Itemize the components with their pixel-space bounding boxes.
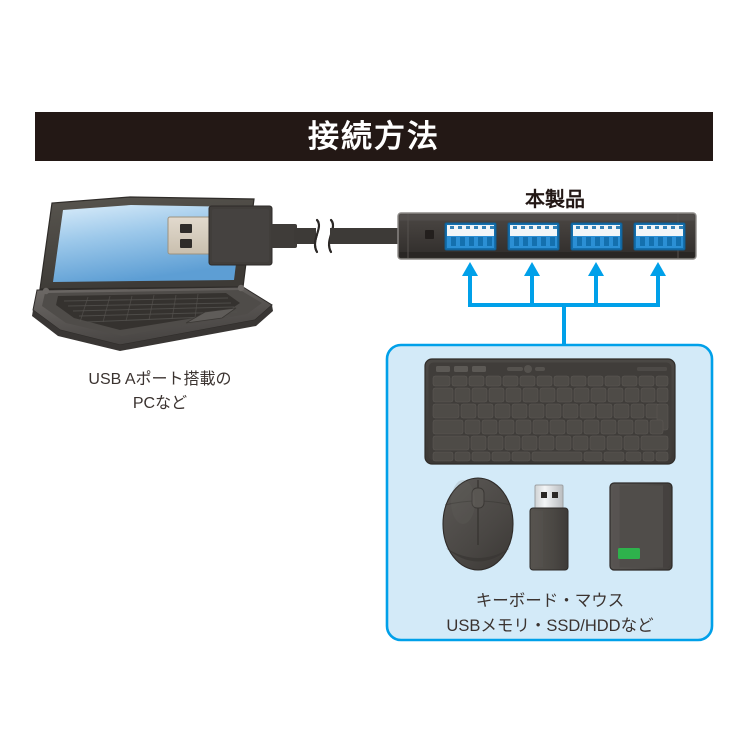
usb-port-1[interactable] xyxy=(444,222,497,251)
usb-hub-led-indicator xyxy=(425,230,434,239)
keyboard-row-home xyxy=(432,419,664,435)
flash-drive-body xyxy=(529,507,569,571)
devices-panel xyxy=(385,343,714,642)
connection-arrows xyxy=(462,262,666,345)
usb-port-3[interactable] xyxy=(570,222,623,251)
mouse-illustration xyxy=(442,477,514,571)
keyboard-row-shift xyxy=(432,435,669,451)
keyboard-row-function xyxy=(432,375,669,387)
product-label: 本製品 xyxy=(525,189,585,211)
cable-segment-right xyxy=(330,228,398,244)
laptop-base xyxy=(32,286,273,351)
external-drive-illustration xyxy=(609,482,673,571)
keyboard-indicators xyxy=(436,365,667,373)
devices-caption: キーボード・マウス USBメモリ・SSD/HDDなど xyxy=(446,592,654,635)
usb-hub-ports xyxy=(444,222,686,251)
cable-strain-relief xyxy=(271,224,297,248)
laptop-hinge-left xyxy=(42,287,50,295)
keyboard-row-qwerty xyxy=(432,403,669,431)
laptop-hinge-right xyxy=(237,284,245,292)
usb-a-connector xyxy=(167,205,273,266)
usb-port-4[interactable] xyxy=(633,222,686,251)
laptop-keyboard-area xyxy=(56,293,240,330)
pc-caption: USB Aポート搭載の PCなど xyxy=(88,371,232,412)
usb-hub xyxy=(397,212,697,260)
arrow-head-3 xyxy=(588,262,604,276)
usb-port-2[interactable] xyxy=(507,222,560,251)
laptop-trackpad xyxy=(185,307,237,324)
mouse-scroll-wheel xyxy=(471,487,485,509)
keyboard-illustration xyxy=(424,358,676,465)
arrow-head-4 xyxy=(650,262,666,276)
arrow-head-2 xyxy=(524,262,540,276)
page-title: 接続方法 xyxy=(308,119,440,154)
cable-segment-left xyxy=(294,228,316,244)
flash-drive-connector xyxy=(534,484,564,511)
usb-cable-assembly xyxy=(167,205,398,266)
keyboard-row-space xyxy=(432,451,669,462)
usb-flash-drive-illustration xyxy=(529,484,569,571)
keyboard-row-numbers xyxy=(432,387,669,403)
header-banner: 接続方法 xyxy=(35,112,713,161)
arrow-head-1 xyxy=(462,262,478,276)
external-drive-led xyxy=(618,548,640,559)
